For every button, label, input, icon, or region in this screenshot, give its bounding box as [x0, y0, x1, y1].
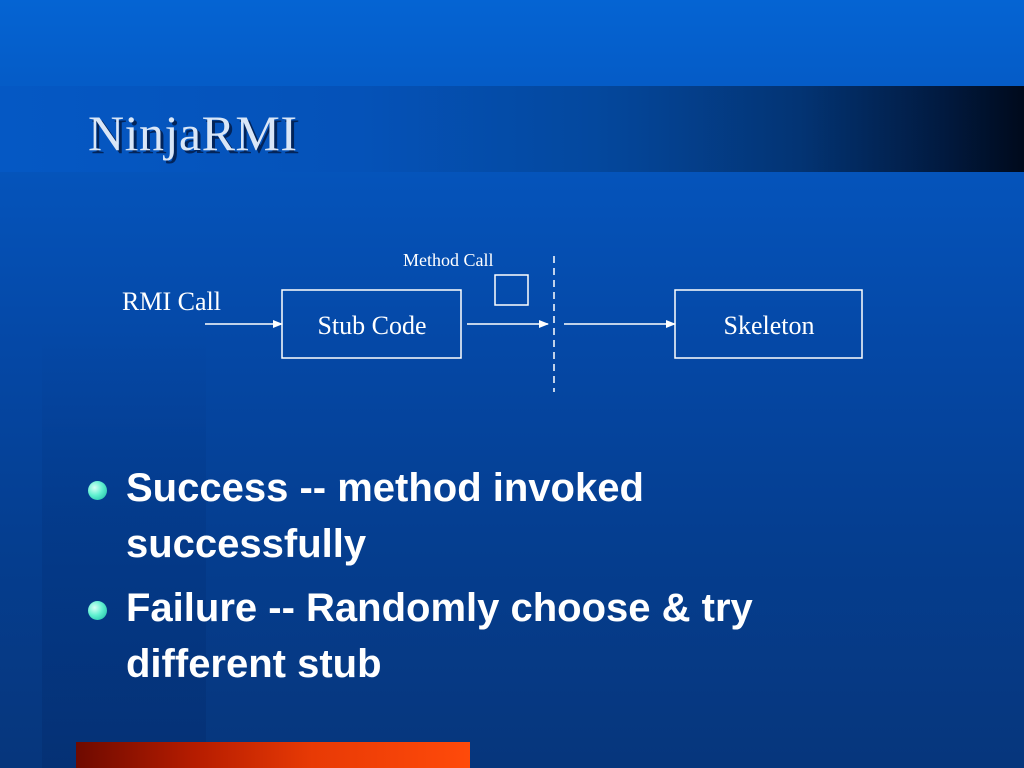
rmi-call-label: RMI Call [122, 287, 221, 316]
bullet-dot-icon [88, 481, 107, 500]
bullet-list: Success -- method invoked successfully F… [88, 460, 888, 700]
bullet-dot-icon [88, 601, 107, 620]
stub-code-box [281, 289, 462, 359]
bottom-accent-bar [76, 742, 470, 768]
method-call-marker [494, 274, 529, 306]
slide-title: NinjaRMI [88, 105, 298, 161]
stub-code-label: Stub Code [317, 311, 426, 340]
method-call-label: Method Call [403, 250, 494, 270]
bullet-item-failure: Failure -- Randomly choose & try differe… [88, 580, 888, 692]
bullet-item-success: Success -- method invoked successfully [88, 460, 888, 572]
left-decorative-band [42, 330, 206, 768]
title-bar [0, 86, 1024, 172]
skeleton-label: Skeleton [724, 311, 815, 340]
bullet-text: Success -- method invoked successfully [126, 466, 644, 566]
bullet-text: Failure -- Randomly choose & try differe… [126, 586, 753, 686]
skeleton-box [674, 289, 863, 359]
